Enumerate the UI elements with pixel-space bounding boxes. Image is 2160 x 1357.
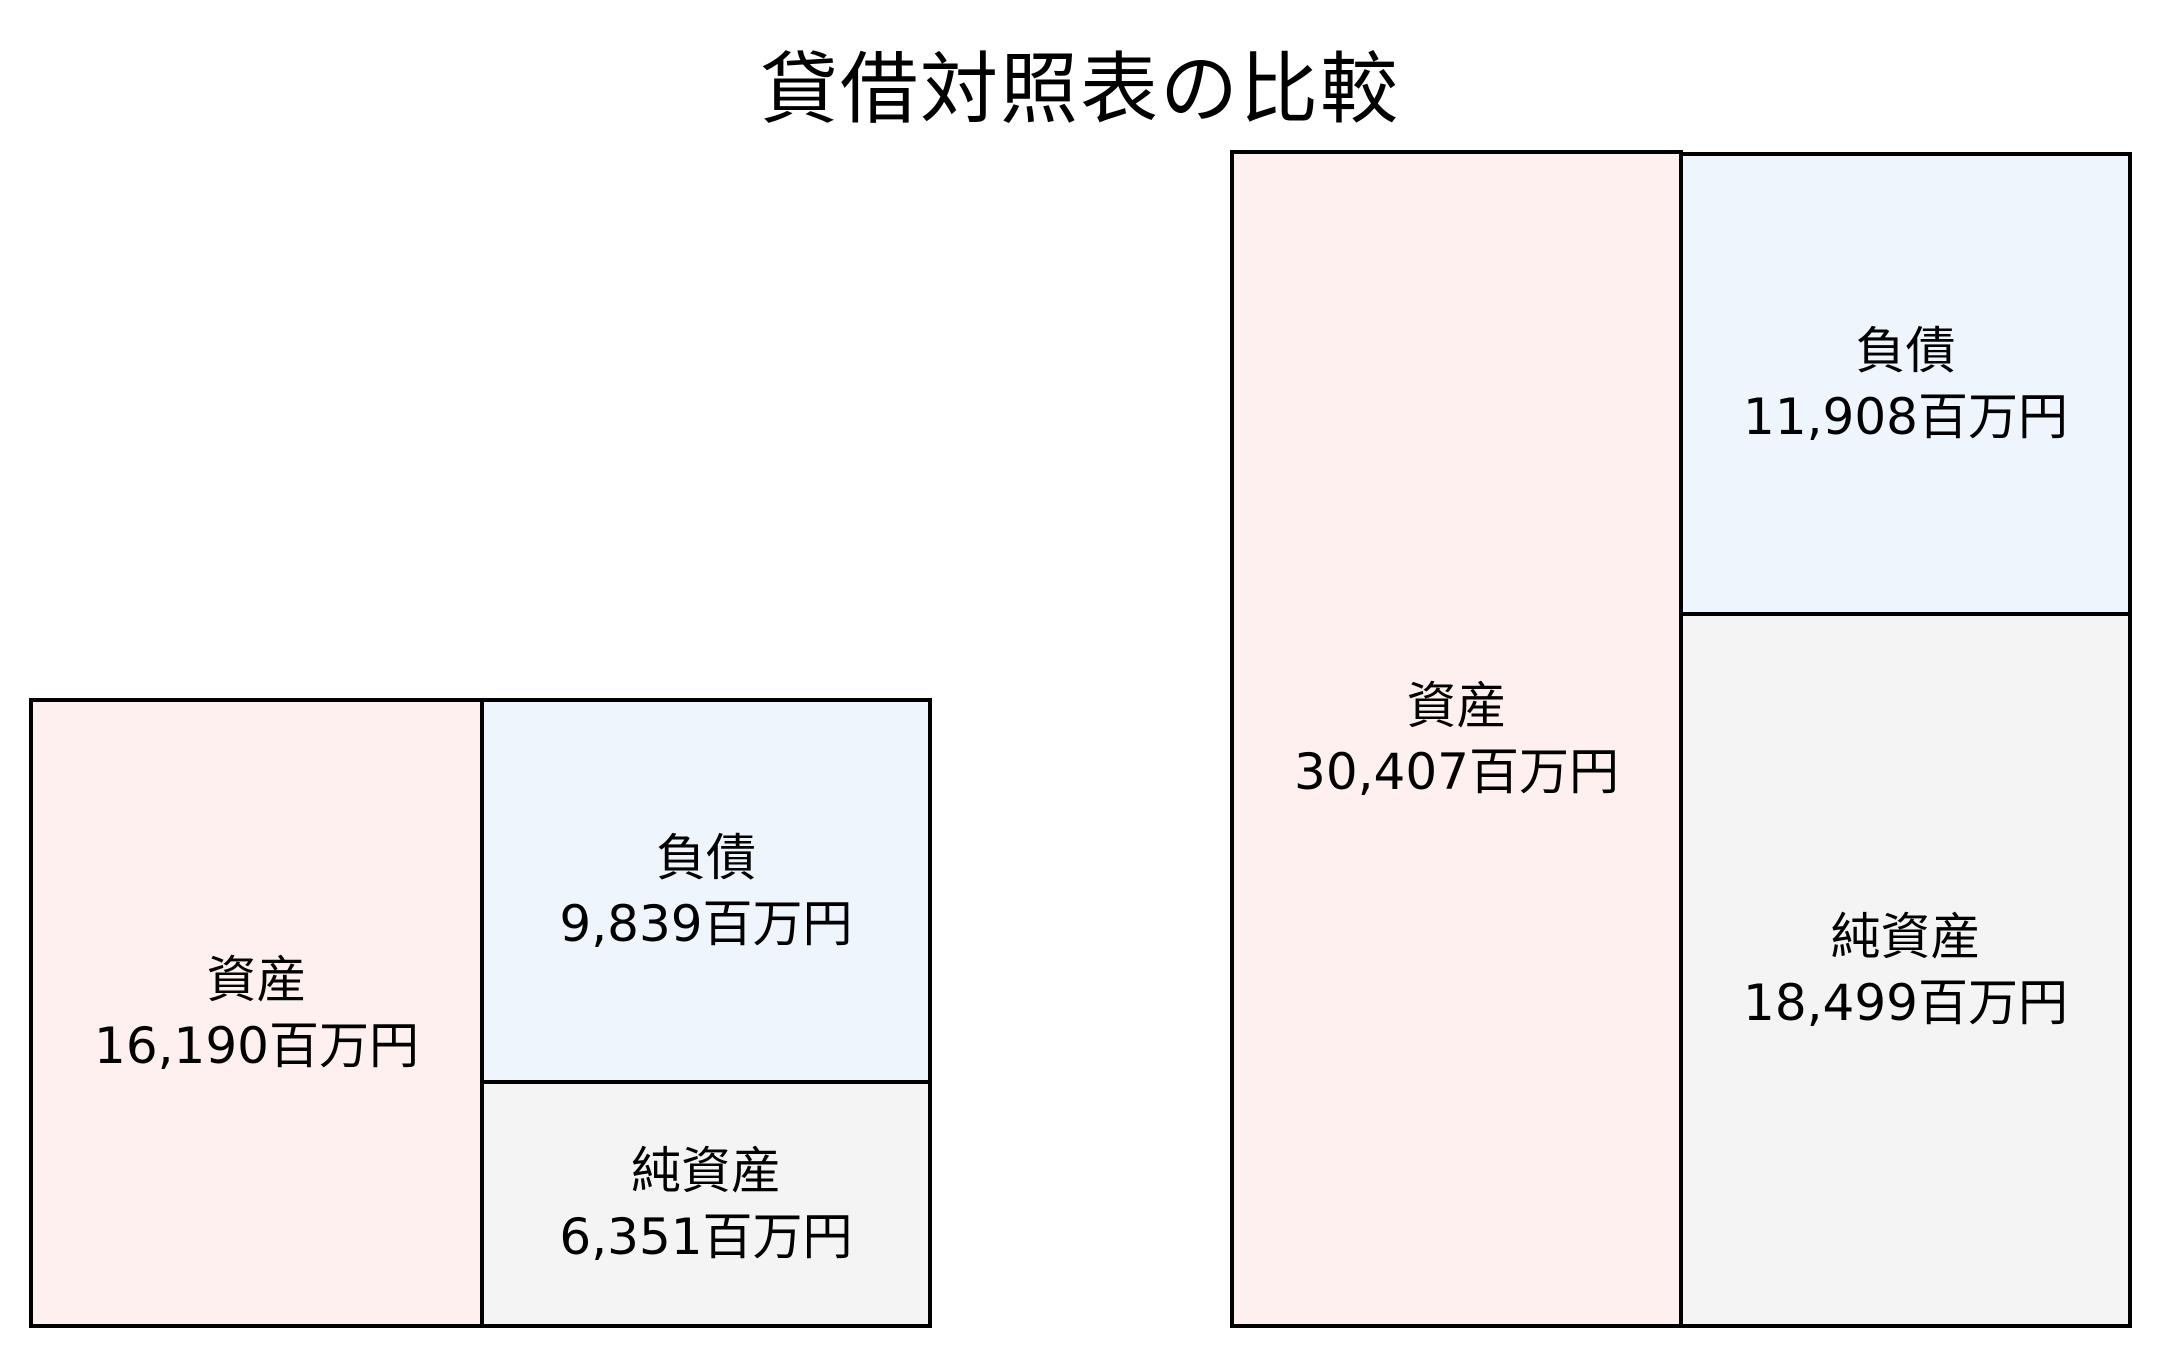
right-liabilities-label: 負債	[1855, 322, 1956, 380]
left-liabilities-value: 9,839百万円	[559, 895, 853, 953]
left-liabilities-block: 負債 9,839百万円	[480, 698, 932, 1084]
right-assets-label: 資産	[1406, 677, 1507, 735]
left-assets-value: 16,190百万円	[94, 1017, 419, 1075]
left-equity-block: 純資産 6,351百万円	[480, 1080, 932, 1328]
right-equity-value: 18,499百万円	[1743, 974, 2068, 1032]
right-assets-block: 資産 30,407百万円	[1230, 150, 1683, 1328]
left-assets-block: 資産 16,190百万円	[29, 698, 484, 1328]
right-equity-block: 純資産 18,499百万円	[1679, 612, 2132, 1328]
left-equity-label: 純資産	[630, 1142, 781, 1200]
left-equity-value: 6,351百万円	[559, 1208, 853, 1266]
right-liabilities-value: 11,908百万円	[1743, 388, 2068, 446]
right-assets-value: 30,407百万円	[1294, 743, 1619, 801]
left-liabilities-label: 負債	[655, 829, 756, 887]
left-assets-label: 資産	[206, 951, 307, 1009]
right-liabilities-block: 負債 11,908百万円	[1679, 152, 2132, 616]
right-equity-label: 純資産	[1830, 908, 1981, 966]
chart-title: 貸借対照表の比較	[759, 45, 1400, 135]
